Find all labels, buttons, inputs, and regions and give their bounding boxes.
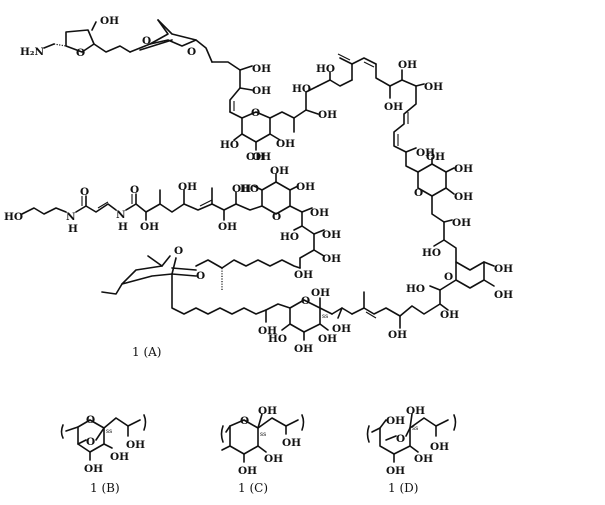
svg-text:OH: OH (246, 151, 265, 163)
svg-text:O: O (76, 47, 85, 59)
svg-text:OH: OH (276, 138, 295, 150)
svg-text:O: O (187, 46, 196, 58)
svg-text:O: O (196, 270, 205, 282)
svg-text:OH: OH (322, 253, 341, 265)
svg-text:N: N (66, 211, 76, 223)
svg-text:OH: OH (424, 81, 443, 93)
svg-text:H: H (68, 223, 78, 235)
svg-text:OH: OH (406, 405, 425, 417)
svg-text:HO: HO (280, 231, 299, 243)
pyranose-ring-1: O HO OH OH (220, 107, 307, 163)
pyranose-ring-right-upper: OH O OH OH OH HO (414, 151, 473, 263)
svg-text:OH: OH (218, 221, 237, 233)
svg-text:OH: OH (416, 147, 435, 159)
svg-text:OH: OH (232, 183, 251, 195)
pyranose-ring-2: OH O HO OH OH OH HO OH OH OH (240, 151, 341, 281)
svg-text:OH: OH (454, 191, 473, 203)
svg-text:OH: OH (426, 151, 445, 163)
svg-text:H: H (118, 221, 128, 233)
svg-text:OH: OH (252, 63, 271, 75)
svg-text:HO: HO (220, 139, 239, 151)
svg-text:OH: OH (264, 453, 283, 465)
svg-text:OH: OH (252, 85, 271, 97)
svg-text:O: O (86, 436, 95, 448)
svg-text:OH: OH (386, 415, 405, 427)
svg-text:OH: OH (140, 221, 159, 233)
hemiketal-pyran-ring: O OH ss OH OH HO OH (258, 287, 337, 355)
svg-text:O: O (301, 295, 310, 307)
svg-text:O: O (396, 433, 405, 445)
svg-text:N: N (116, 209, 126, 221)
svg-text:OH: OH (110, 451, 129, 463)
svg-text:O: O (80, 186, 89, 198)
bicyclic-ketal-unit: O O OH OH (129, 19, 271, 119)
svg-text:OH: OH (322, 229, 341, 241)
svg-text:HO: HO (316, 63, 335, 75)
svg-text:ss: ss (106, 428, 112, 435)
svg-text:OH: OH (294, 269, 313, 281)
svg-text:OH: OH (494, 263, 513, 275)
svg-text:OH: OH (386, 465, 405, 477)
svg-text:OH: OH (332, 323, 351, 335)
svg-text:OH: OH (494, 289, 513, 301)
svg-text:OH: OH (252, 151, 271, 163)
svg-text:OH: OH (388, 329, 407, 341)
fragment-1d: OH O OH ss OH OH OH 1 (D) (366, 405, 457, 495)
svg-text:OH: OH (100, 15, 119, 27)
caption-1c: 1 (C) (238, 481, 268, 495)
svg-text:OH: OH (452, 217, 471, 229)
svg-text:H₂N: H₂N (20, 46, 45, 58)
svg-text:OH: OH (296, 181, 315, 193)
svg-text:O: O (414, 187, 423, 199)
svg-text:O: O (444, 271, 453, 283)
svg-text:OH: OH (440, 309, 459, 321)
svg-text:OH: OH (318, 333, 337, 345)
svg-text:OH: OH (398, 59, 417, 71)
caption-1d: 1 (D) (388, 481, 418, 495)
svg-text:ss: ss (260, 431, 266, 438)
svg-text:O: O (251, 107, 260, 119)
svg-text:HO: HO (292, 83, 311, 95)
upper-polyol-chain: HO OH HO OH OH OH OH (292, 53, 443, 173)
svg-text:OH: OH (294, 343, 313, 355)
svg-text:OH: OH (84, 463, 103, 475)
svg-text:OH: OH (318, 109, 337, 121)
svg-text:O: O (130, 184, 139, 196)
fragment-1b: O O ss OH OH OH 1 (B) (60, 414, 147, 495)
svg-text:OH: OH (282, 437, 301, 449)
svg-text:OH: OH (310, 207, 329, 219)
svg-text:O: O (142, 35, 151, 47)
hydroxypropyl-amide-chain: HO N H O N H O OH OH OH OH (4, 181, 263, 235)
svg-text:OH: OH (414, 453, 433, 465)
svg-text:HO: HO (240, 183, 259, 195)
svg-text:O: O (174, 245, 183, 257)
svg-text:OH: OH (178, 181, 197, 193)
svg-text:HO: HO (268, 333, 287, 345)
svg-text:O: O (86, 414, 95, 426)
svg-text:OH: OH (454, 163, 473, 175)
svg-text:HO: HO (4, 211, 23, 223)
svg-text:HO: HO (422, 247, 441, 259)
svg-text:OH: OH (258, 325, 277, 337)
svg-text:O: O (240, 415, 249, 427)
svg-text:OH: OH (384, 101, 403, 113)
pyranose-ring-right-lower: O OH OH HO OH OH OH (331, 261, 513, 341)
fragment-1c: O OH ss OH OH OH 1 (C) (220, 405, 305, 495)
aminomethyl-tetrahydrofuran-unit: H₂N O OH (20, 15, 131, 59)
svg-text:OH: OH (430, 441, 449, 453)
svg-text:OH: OH (126, 439, 145, 451)
svg-text:OH: OH (311, 287, 330, 299)
svg-text:ss: ss (412, 425, 418, 432)
svg-text:OH: OH (270, 165, 289, 177)
svg-text:O: O (272, 211, 281, 223)
svg-text:HO: HO (406, 283, 425, 295)
caption-1a: 1 (A) (132, 345, 161, 359)
svg-text:OH: OH (238, 465, 257, 477)
caption-1b: 1 (B) (90, 481, 120, 495)
svg-text:OH: OH (258, 405, 277, 417)
dioxabicyclo-unit-and-alkyl-chains: O O (101, 245, 301, 315)
svg-text:ss: ss (322, 313, 328, 320)
